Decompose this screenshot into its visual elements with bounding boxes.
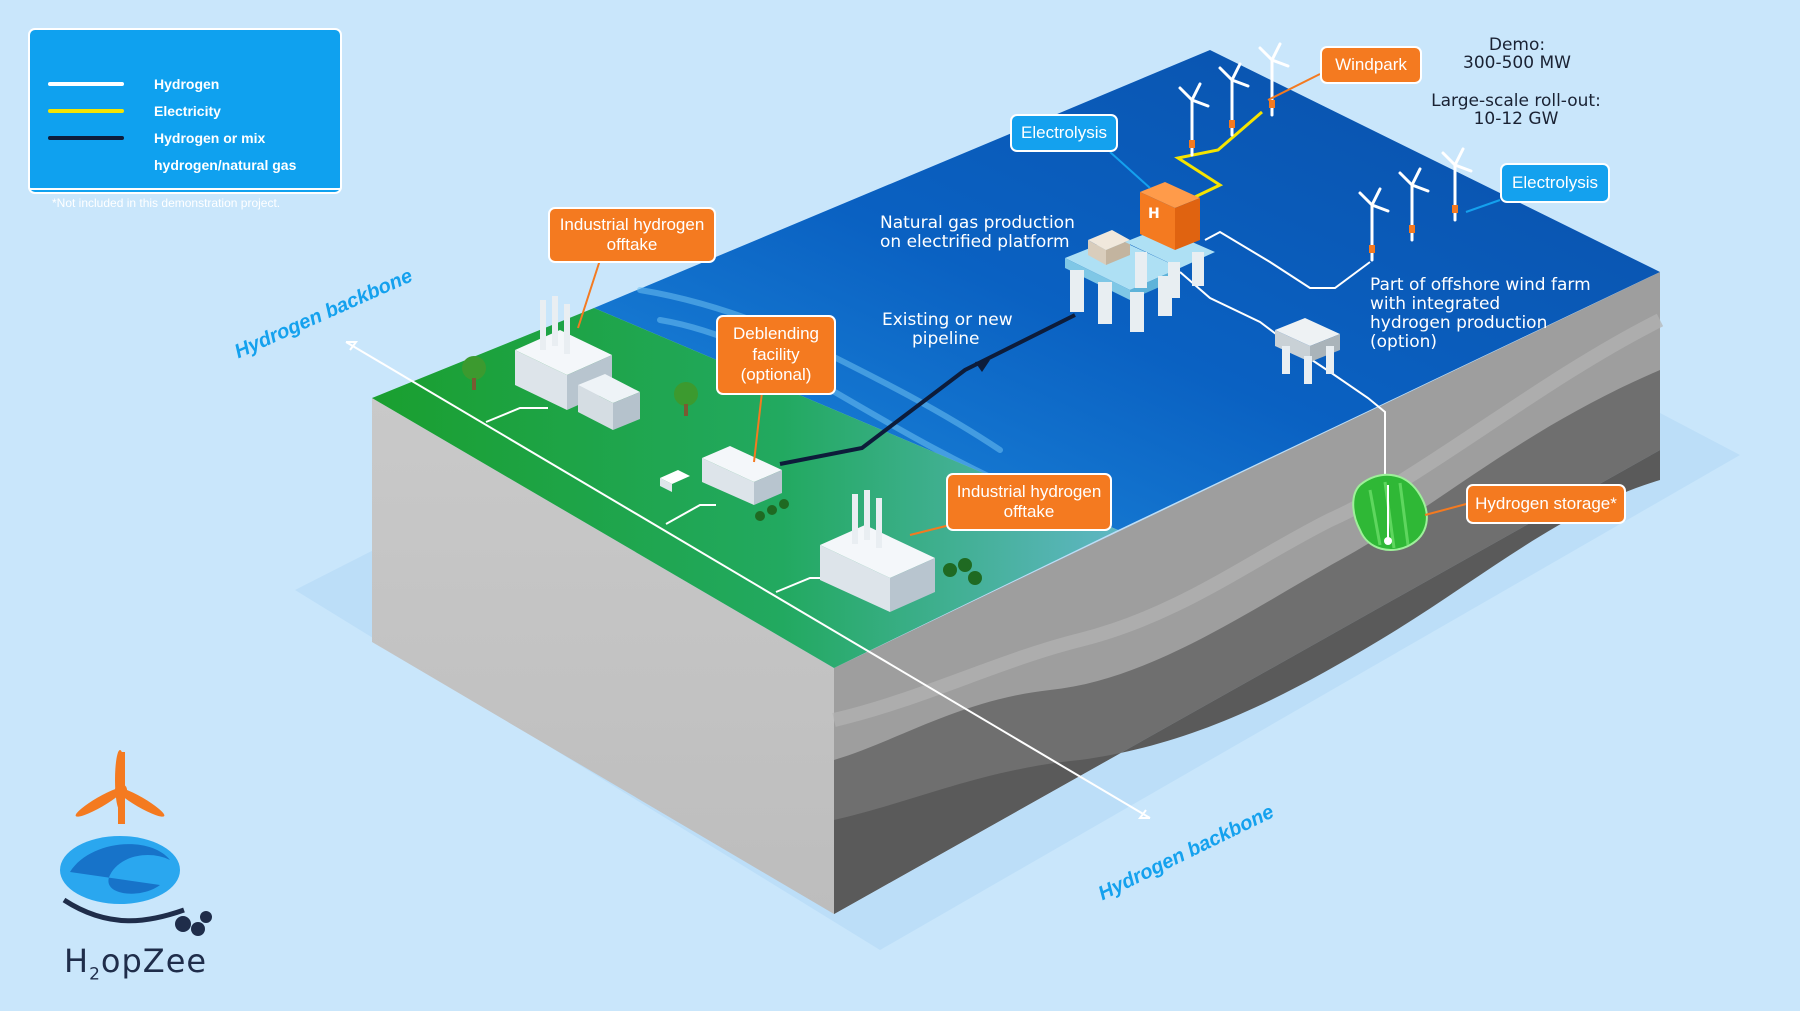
offshore-label-line1: Part of offshore wind farm	[1370, 275, 1591, 295]
truck	[660, 470, 690, 492]
legend-swatch-hydrogen-mix	[48, 136, 124, 140]
natural-gas-label-line2: on electrified platform	[880, 232, 1070, 252]
offshore-label-line4: (option)	[1370, 332, 1438, 352]
rollout-title: Large-scale roll-out:	[1431, 91, 1601, 111]
offshore-label-line3: hydrogen production	[1370, 313, 1548, 333]
legend-swatch-electricity	[48, 109, 124, 113]
legend-item-hydrogen-mix: Hydrogen or mix	[48, 129, 265, 147]
rollout-value: 10-12 GW	[1473, 109, 1559, 129]
natural-gas-label-line1: Natural gas production	[880, 213, 1075, 233]
offshore-hydrogen-line	[1204, 230, 1371, 289]
pipeline-label-line2: pipeline	[912, 329, 980, 349]
demo-title: Demo:	[1488, 35, 1546, 55]
legend-label-hydrogen: Hydrogen	[154, 76, 220, 92]
offshore-label-line2: with integrated	[1370, 294, 1501, 314]
callout-electrolysis-turbines: Electrolysis	[1500, 163, 1610, 203]
block-left-face	[372, 398, 834, 914]
electricity-line	[1174, 110, 1263, 207]
rock-band	[832, 313, 1664, 727]
rock-layer-deep	[834, 450, 1660, 914]
callout-windpark: Windpark	[1320, 46, 1422, 84]
legend: Hydrogen Electricity Hydrogen or mix hyd…	[28, 28, 342, 210]
electrolysis-platform: H	[1125, 182, 1215, 298]
callout-deblending: Deblending facility (optional)	[716, 315, 836, 395]
logo-text-rest: opZee	[100, 942, 208, 980]
trees	[462, 356, 982, 585]
callout-industrial-offtake-bottom: Industrial hydrogen offtake	[946, 473, 1112, 531]
logo-text-subscript: 2	[89, 964, 101, 985]
callout-industrial-offtake-top: Industrial hydrogen offtake	[548, 207, 716, 263]
svg-text:H: H	[1148, 206, 1160, 222]
gas-platform	[1065, 230, 1180, 332]
pipeline	[779, 313, 1076, 466]
legend-swatch-hydrogen	[48, 82, 124, 86]
h2opzee-logo-text: H2opZee	[64, 942, 207, 984]
industrial-plant-top	[515, 296, 640, 430]
industrial-plant-bottom	[820, 490, 935, 612]
logo-text-h: H	[64, 942, 90, 980]
legend-divider	[30, 188, 340, 190]
legend-note: *Not included in this demonstration proj…	[52, 196, 281, 210]
legend-label-hydrogen-mix: Hydrogen or mix	[154, 130, 266, 146]
demo-value: 300-500 MW	[1463, 53, 1571, 73]
pipeline-label-line1: Existing or new	[882, 310, 1013, 330]
legend-label-hydrogen-natural-gas: hydrogen/natural gas	[154, 157, 297, 173]
legend-item-hydrogen-natural-gas: hydrogen/natural gas	[154, 156, 296, 174]
callout-electrolysis-platform: Electrolysis	[1010, 114, 1118, 152]
h2opzee-logo-graphic	[60, 750, 212, 936]
callout-hydrogen-storage: Hydrogen storage*	[1466, 484, 1626, 524]
storage-platform	[1275, 318, 1340, 384]
legend-item-hydrogen: Hydrogen	[48, 75, 219, 93]
deblending-facility	[702, 446, 782, 505]
legend-item-electricity: Electricity	[48, 102, 221, 120]
hydrogen-backbone-line	[345, 341, 1151, 819]
legend-label-electricity: Electricity	[154, 103, 221, 119]
